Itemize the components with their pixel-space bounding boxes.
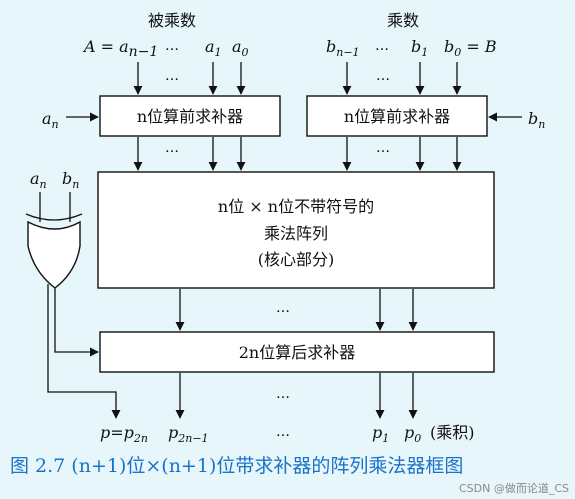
- b0-label: b0 = B: [444, 37, 497, 59]
- a-msb-label: A = an−1: [82, 37, 158, 60]
- an-control-label: an: [42, 109, 59, 131]
- a0-label: a0: [232, 37, 249, 59]
- input-arrows-a: [133, 62, 246, 95]
- output-p2n-label: p=p2n: [100, 423, 148, 445]
- array-to-post-arrows: [175, 289, 418, 331]
- output-p1-label: p1: [372, 423, 389, 445]
- output-label-ellipsis: …: [276, 424, 290, 440]
- top-b-ellipsis: …: [375, 38, 389, 54]
- a1-label: a1: [205, 37, 222, 59]
- xor-an-label: an: [30, 169, 47, 191]
- pre-complementer-b-label: n位算前求补器: [344, 107, 450, 126]
- pre-to-array-arrows: [133, 137, 462, 171]
- b-msb-label: bn−1: [326, 37, 360, 59]
- output-p2n-1-label: p2n−1: [168, 423, 209, 445]
- array-label-line1: n位 × n位不带符号的: [218, 197, 374, 216]
- array-label-line3: (核心部分): [258, 250, 335, 269]
- output-p0-label: p0: [404, 423, 421, 445]
- pre-b-out-ellipsis: …: [376, 140, 390, 156]
- multiplier-label: 乘数: [387, 11, 419, 30]
- xor-gate: [25, 192, 83, 289]
- multiplicand-label: 被乘数: [148, 11, 196, 30]
- b-input-ellipsis: …: [376, 68, 390, 84]
- pre-complementer-b: [306, 95, 488, 137]
- output-ellipsis: …: [276, 386, 290, 402]
- array-label-line2: 乘法阵列: [264, 224, 328, 243]
- core-multiplier-array: [97, 171, 495, 289]
- a-input-ellipsis: …: [165, 68, 179, 84]
- product-label: (乘积): [430, 423, 475, 442]
- watermark: CSDN @做而论道_CS: [458, 482, 569, 495]
- xor-bn-label: bn: [62, 169, 79, 191]
- pre-complementer-a: [99, 95, 281, 137]
- pre-a-out-ellipsis: …: [165, 140, 179, 156]
- output-arrows: [175, 373, 418, 419]
- post-complementer: [99, 331, 495, 373]
- top-a-ellipsis: …: [165, 38, 179, 54]
- pre-complementer-a-label: n位算前求补器: [137, 107, 243, 126]
- b1-label: b1: [411, 37, 428, 59]
- array-out-ellipsis: …: [276, 300, 290, 316]
- bn-control-label: bn: [528, 109, 545, 131]
- input-arrows-b: [342, 62, 462, 95]
- post-complementer-label: 2n位算后求补器: [239, 343, 356, 362]
- figure-caption: 图 2.7 (n+1)位×(n+1)位带求补器的阵列乘法器框图: [10, 455, 463, 477]
- xor-to-post-wire: [54, 288, 99, 357]
- xor-to-sign-output-wire: [47, 284, 121, 419]
